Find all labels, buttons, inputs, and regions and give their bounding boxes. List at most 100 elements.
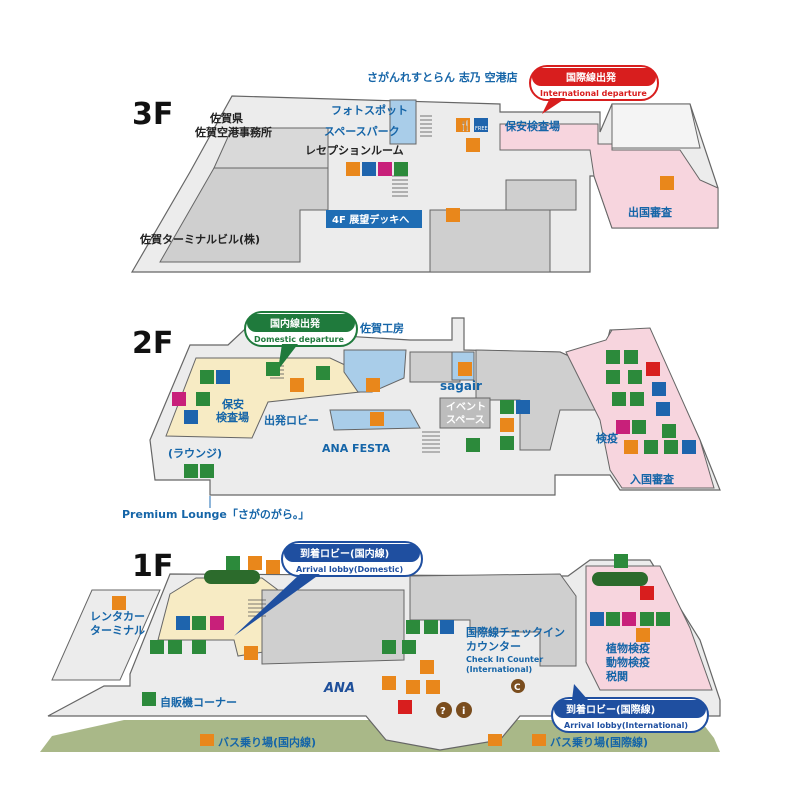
elevator-icon (420, 660, 434, 674)
elevator-icon (458, 362, 472, 376)
baby-room-icon (172, 392, 186, 406)
bus-icon (200, 734, 214, 746)
label-checkin-1: 国際線チェックイン (466, 625, 565, 639)
restroom-icon (192, 616, 206, 630)
event-space (439, 397, 491, 429)
label-photo-spot: フォトスポット (331, 103, 408, 117)
ana-logo: ANA (323, 681, 355, 696)
callout-domestic-departure-subtitle: Domestic departure (254, 335, 344, 344)
restroom-icon (606, 612, 620, 626)
wifi-free-icon (200, 464, 214, 478)
restroom-icon (590, 612, 604, 626)
aed-icon (640, 586, 654, 600)
aed-icon (646, 362, 660, 376)
label-security-3f: 保安検査場 (504, 119, 560, 133)
accessible-icon (640, 612, 654, 626)
elevator-icon (624, 440, 638, 454)
label-bus-domestic: バス乗り場(国内線) (218, 735, 316, 749)
vending-icon (402, 640, 416, 654)
restroom-icon (622, 612, 636, 626)
label-ana-festa: ANA FESTA (322, 442, 391, 455)
baggage-icon (614, 554, 628, 568)
restroom-icon (628, 370, 642, 384)
shop-icon (406, 680, 420, 694)
label-checkin-en-2: (International) (466, 665, 532, 674)
callout-international-departure-title: 国際線出発 (566, 71, 617, 84)
restroom-icon (682, 440, 696, 454)
label-checkin-2: カウンター (466, 640, 521, 653)
label-terminal-building: 佐賀ターミナルビル(株) (139, 232, 260, 246)
icons-1f: ? i C (112, 554, 670, 746)
floor-3f-gray-block (429, 209, 551, 273)
vending-icon (656, 612, 670, 626)
vending-icon (630, 392, 644, 406)
accessible-icon (150, 640, 164, 654)
svg-text:C: C (514, 683, 521, 693)
label-saga-kobo: 佐賀工房 (359, 321, 404, 335)
wifi-free-label: FREE (475, 126, 488, 132)
shop-icon (370, 412, 384, 426)
floor-3f-stairs (392, 115, 432, 197)
label-immigration: 入国審査 (630, 472, 674, 486)
label-vending: 自販機コーナー (160, 695, 237, 709)
label-bus-international: バス乗り場(国際線) (550, 735, 648, 749)
restroom-icon (168, 640, 182, 654)
label-event-2: スペース (446, 414, 485, 426)
car-icon (112, 596, 126, 610)
floor-3f-international-zone (499, 123, 719, 229)
atm-icon (382, 676, 396, 690)
label-rental-1: レンタカー (90, 610, 145, 623)
label-office-1: 佐賀県 (209, 111, 243, 125)
baggage-icon (226, 556, 240, 570)
vending-icon (266, 362, 280, 376)
floor-3f-international-building (611, 103, 701, 149)
aed-icon (398, 700, 412, 714)
smoking-icon (244, 646, 258, 660)
vending-icon (200, 370, 214, 384)
label-quarantine: 検疫 (596, 431, 618, 445)
floor-3f-gray-small (505, 179, 577, 211)
callout-domestic-departure: 国内線出発 Domestic departure (244, 311, 358, 370)
accessible-icon (612, 392, 626, 406)
floor-1f-gray-block-1 (261, 589, 405, 665)
label-customs-2: 動物検疫 (606, 655, 650, 669)
shop-icon (266, 560, 280, 574)
svg-text:🍴: 🍴 (459, 119, 471, 132)
wifi-free-icon (656, 402, 670, 416)
vending-icon (184, 464, 198, 478)
label-office-2: 佐賀空港事務所 (194, 125, 272, 139)
callout-arrival-international-subtitle: Arrival lobby(International) (564, 721, 688, 730)
shop-icon (426, 680, 440, 694)
deck-badge[interactable] (326, 210, 422, 228)
bus-icon (488, 734, 502, 746)
restroom-icon (616, 420, 630, 434)
icons-2f (172, 350, 696, 478)
restroom-icon (652, 382, 666, 396)
elevator-icon (660, 176, 674, 190)
elevator-icon (446, 208, 460, 222)
label-restaurant: さがんれすとらん 志乃 空港店 (367, 70, 518, 84)
floor-label-1f: 1F (132, 549, 173, 584)
floor-1f: 1F レンタカー ターミナル 自販機コーナー ANA 国際線チェックイン カウン… (40, 541, 721, 752)
accessible-icon (394, 162, 408, 176)
accessible-icon (184, 410, 198, 424)
label-security-2f-1: 保安 (221, 397, 244, 411)
label-security-2f-2: 検査場 (216, 410, 249, 424)
baggage-carousel-domestic (204, 570, 260, 584)
baggage-carousel-international (592, 572, 648, 586)
label-reception: レセプションルーム (305, 143, 404, 157)
deck-badge-label: 4F 展望デッキへ (332, 213, 409, 226)
elevator-icon (248, 556, 262, 570)
vending-icon (192, 640, 206, 654)
svg-text:?: ? (440, 706, 446, 717)
vending-icon (466, 438, 480, 452)
callout-arrival-international-title: 到着ロビー(国際線) (566, 703, 655, 716)
accessible-icon (500, 436, 514, 450)
restroom-icon (362, 162, 376, 176)
vending-icon (606, 350, 620, 364)
restroom-icon (176, 616, 190, 630)
restroom-icon (378, 162, 392, 176)
floor-label-3f: 3F (132, 97, 173, 132)
icons-3f: 🍴 FREE (346, 118, 674, 222)
